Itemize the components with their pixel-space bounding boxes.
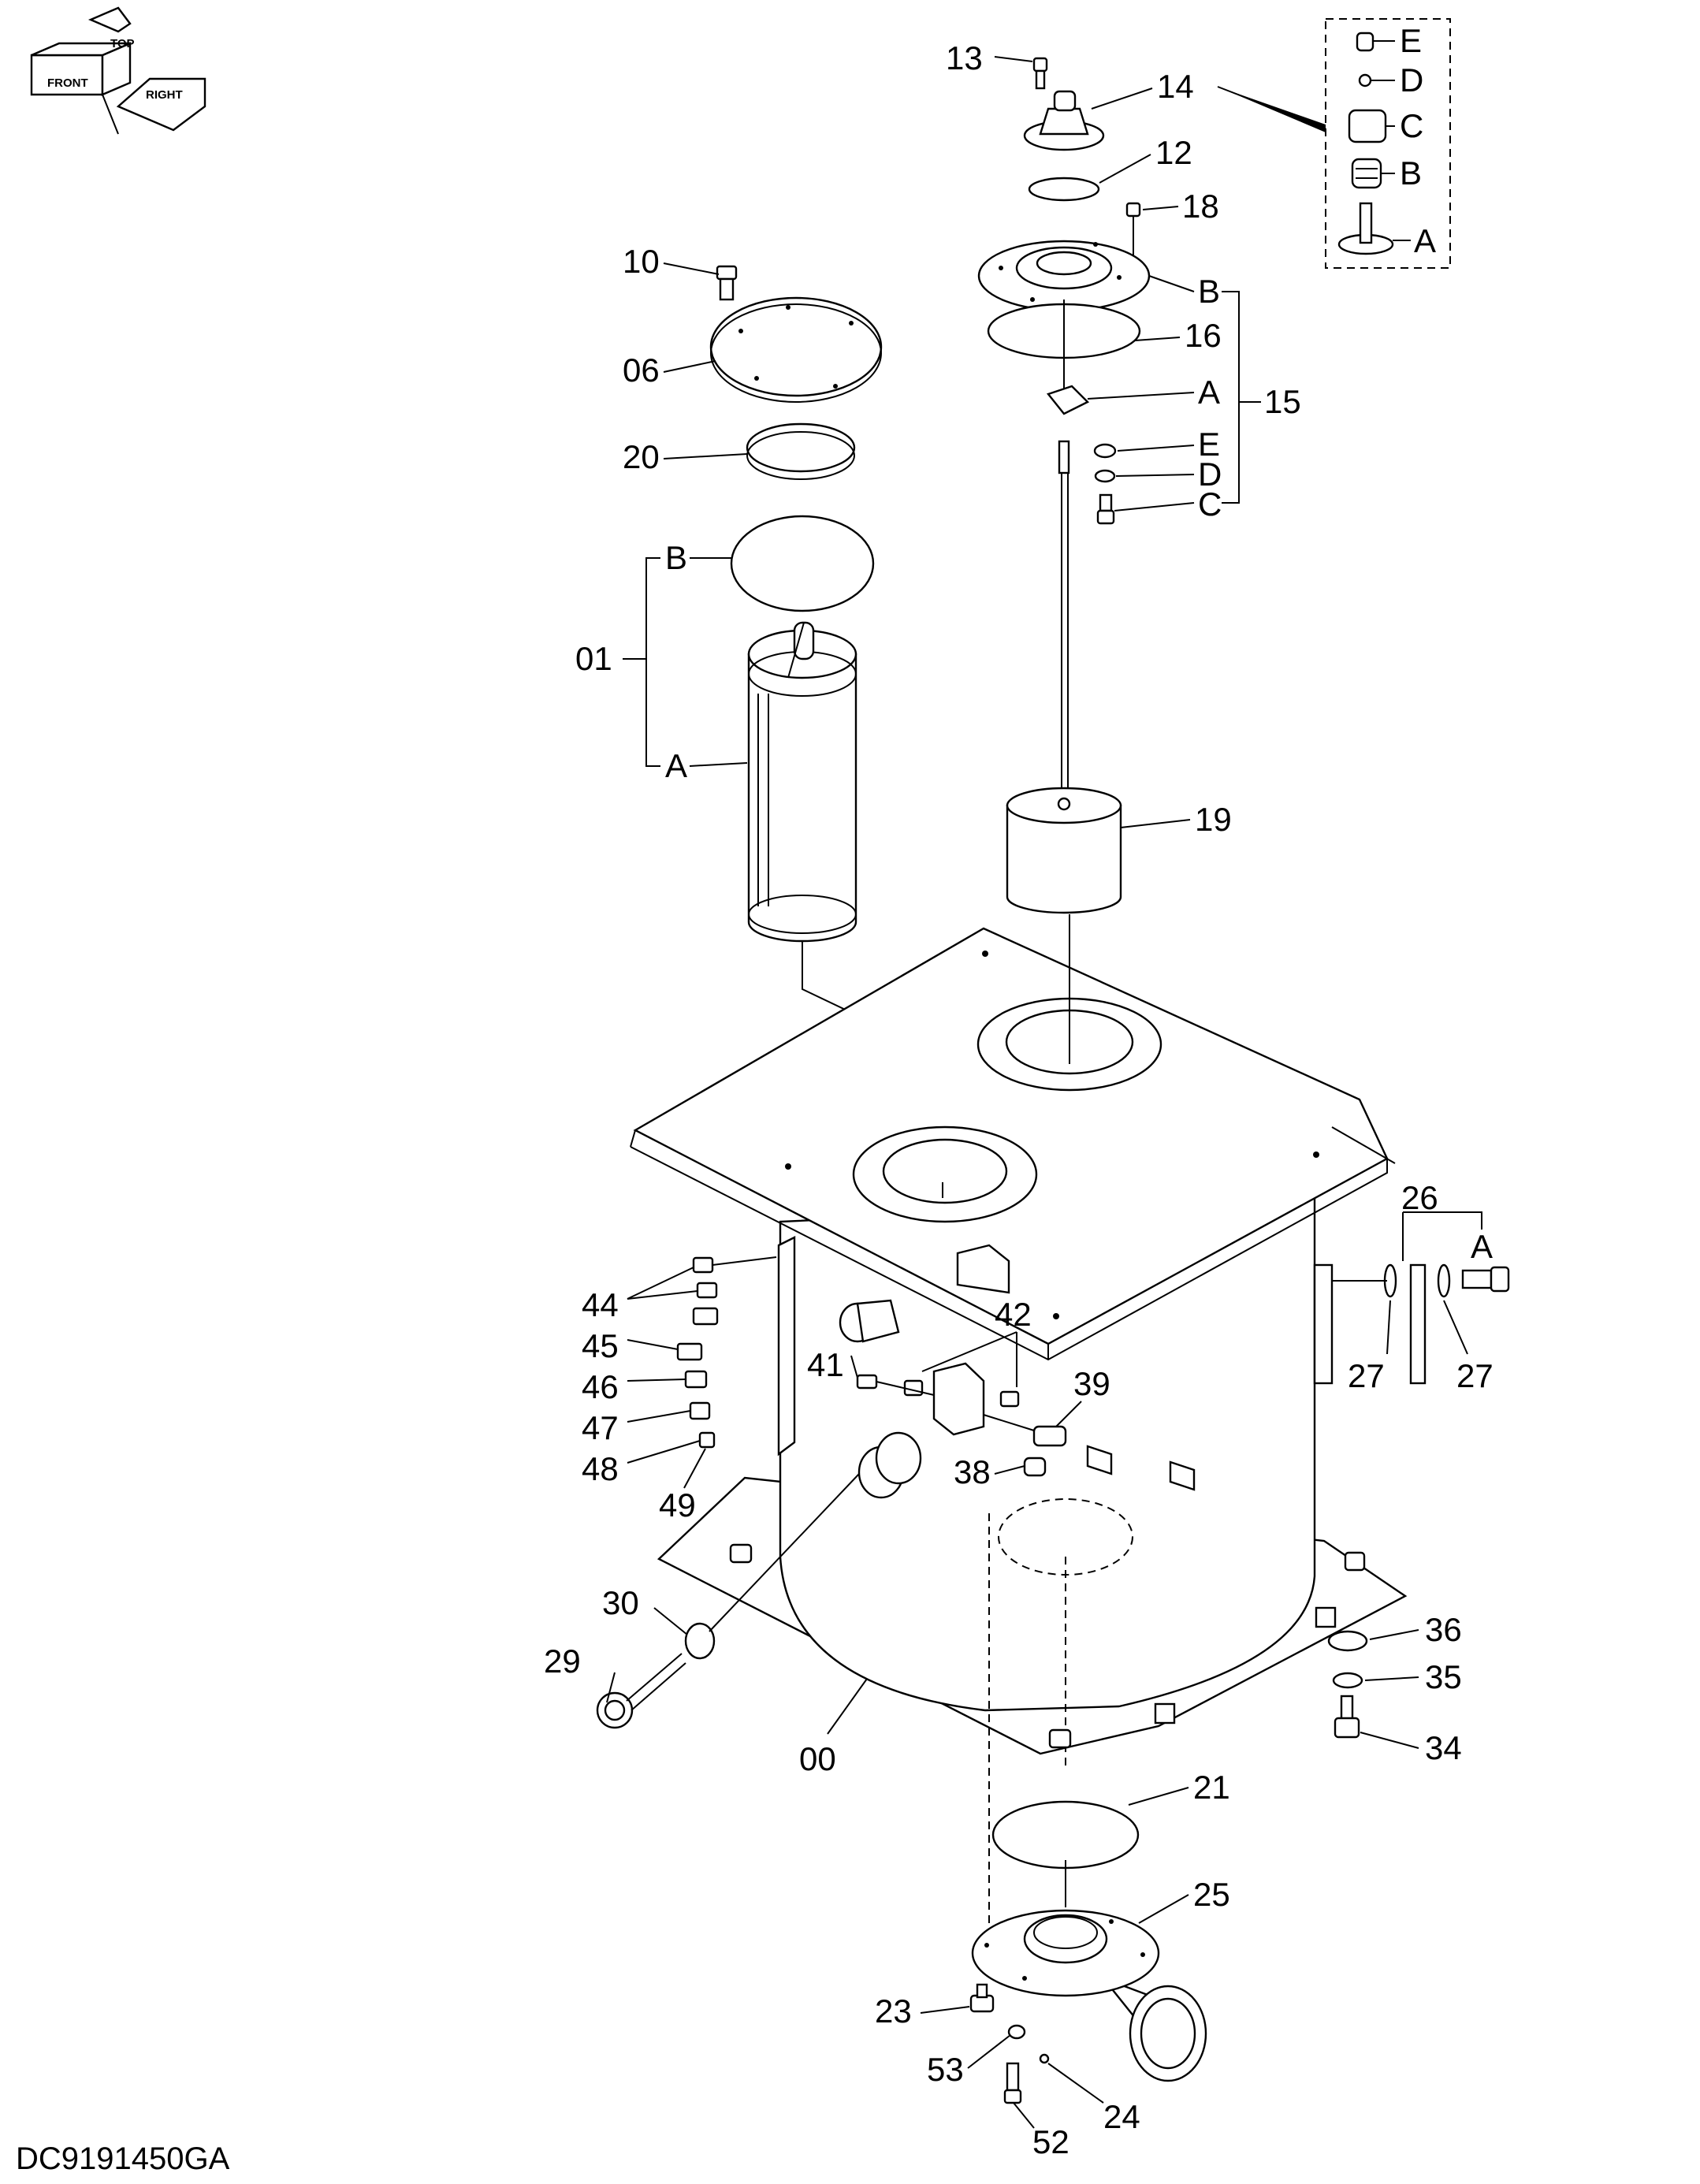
label-01-a: A [665, 747, 687, 784]
drawing-code: DC9191450GA [16, 2141, 230, 2176]
callout-52: 52 [1032, 2123, 1069, 2160]
callout-47: 47 [582, 1409, 619, 1446]
part-24-pin [1039, 2053, 1050, 2064]
callout-15: 15 [1264, 383, 1301, 420]
callout-10: 10 [623, 243, 660, 280]
callout-00: 00 [799, 1740, 836, 1777]
inset-pointer [1218, 87, 1326, 132]
part-13-bolt [1032, 57, 1048, 90]
callout-46: 46 [582, 1368, 619, 1405]
callout-30: 30 [602, 1584, 639, 1621]
drain-plug [596, 1473, 860, 1729]
label-26-a: A [1471, 1228, 1493, 1265]
side-fittings [676, 1256, 777, 1449]
label-15-d: D [1198, 456, 1222, 493]
callout-12: 12 [1155, 134, 1192, 171]
callout-16: 16 [1185, 317, 1222, 354]
inset-label-d: D [1400, 61, 1423, 99]
part-15a-bracket [1046, 300, 1090, 415]
part-01b-seal [730, 515, 875, 612]
callout-42: 42 [995, 1296, 1032, 1333]
callout-36: 36 [1425, 1611, 1462, 1648]
part-00-tank [630, 914, 1408, 1947]
callout-35: 35 [1425, 1658, 1462, 1695]
callout-26: 26 [1401, 1179, 1438, 1216]
label-15-b: B [1198, 273, 1220, 310]
inset-label-b: B [1400, 154, 1422, 192]
sensor-block [856, 1362, 1067, 1477]
side-bolt-assembly [1332, 1263, 1510, 1385]
part-10-bolt [716, 265, 738, 301]
part-15c-bolt [1096, 493, 1115, 525]
callout-45: 45 [582, 1327, 619, 1364]
callout-53: 53 [927, 2051, 964, 2088]
callout-39: 39 [1073, 1365, 1110, 1402]
part-19-float [1006, 787, 1122, 914]
callout-01: 01 [575, 640, 612, 677]
label-15-e: E [1198, 426, 1220, 463]
callout-labels: 13 14 12 18 B 16 A 15 E D C 19 10 06 20 … [544, 39, 1494, 2160]
callout-29: 29 [544, 1643, 581, 1680]
callout-24: 24 [1103, 2098, 1140, 2135]
part-52-bolt [1003, 2062, 1022, 2104]
callout-27-right: 27 [1456, 1357, 1494, 1394]
orientation-label-right: RIGHT [146, 88, 183, 102]
mount-bolt-stack [1327, 1630, 1368, 1739]
callout-23: 23 [875, 1992, 912, 2030]
callout-21: 21 [1193, 1769, 1230, 1806]
callout-41: 41 [807, 1346, 844, 1383]
callout-48: 48 [582, 1450, 619, 1487]
callout-14: 14 [1157, 68, 1194, 105]
callout-19: 19 [1195, 801, 1232, 838]
orientation-icon: FRONT TOP RIGHT [30, 6, 206, 135]
inset-detail-14: E D C B A [1325, 18, 1451, 269]
callout-27-left: 27 [1348, 1357, 1385, 1394]
orientation-label-top: TOP [110, 37, 135, 50]
part-06-cover [709, 296, 883, 403]
inset-label-a: A [1414, 222, 1436, 259]
part-15-flange [977, 240, 1151, 312]
part-53-washer [1007, 2024, 1026, 2040]
callout-06: 06 [623, 352, 660, 389]
label-15-c: C [1198, 486, 1222, 523]
part-25-outlet [971, 1860, 1207, 2082]
callout-44: 44 [582, 1286, 619, 1323]
callout-38: 38 [954, 1453, 991, 1490]
callout-20: 20 [623, 438, 660, 475]
part-21-gasket [991, 1800, 1140, 1870]
float-rod [1058, 440, 1070, 804]
callout-49: 49 [659, 1486, 696, 1524]
part-20-spring [746, 422, 856, 480]
leader-lines [606, 56, 1482, 2129]
callout-34: 34 [1425, 1729, 1462, 1766]
orientation-label-front: FRONT [47, 76, 88, 90]
inset-label-c: C [1400, 107, 1423, 144]
part-01a-filter-element [747, 621, 857, 943]
callout-25: 25 [1193, 1876, 1230, 1913]
inset-label-e: E [1400, 22, 1422, 59]
part-15d-lockwasher [1094, 469, 1116, 483]
label-01-b: B [665, 539, 687, 576]
part-14-cap-assembly [1023, 90, 1105, 151]
part-23-bolt [969, 1983, 995, 2013]
label-15-a: A [1198, 374, 1220, 411]
part-15e-washer [1093, 443, 1117, 459]
callout-13: 13 [946, 39, 983, 76]
callout-18: 18 [1182, 188, 1219, 225]
part-12-seal [1028, 177, 1100, 202]
